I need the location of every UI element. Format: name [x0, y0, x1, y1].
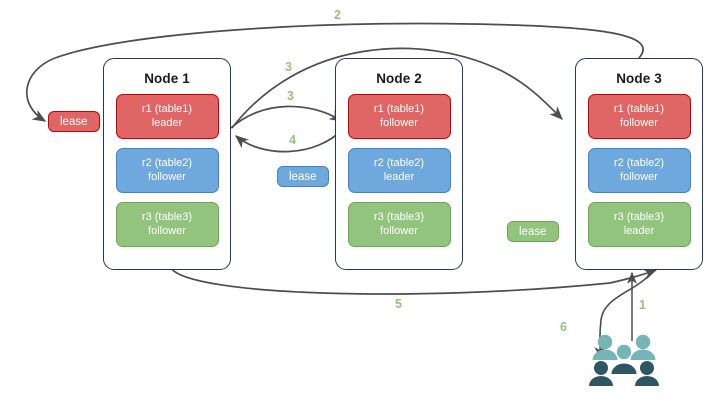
replica-role: follower [380, 116, 418, 129]
replica-role: follower [148, 224, 186, 237]
replica-name: r2 (table2) [141, 157, 193, 169]
node-1-title: Node 1 [144, 71, 190, 86]
replica-name: r2 (table2) [613, 157, 665, 169]
replica-name: r3 (table3) [141, 211, 193, 223]
step-label-4: 4 [289, 133, 296, 147]
node-2-replica-r1[interactable]: r1 (table1) follower [347, 94, 451, 139]
lease-badge-r1[interactable]: lease [48, 111, 100, 132]
node-2-replica-r3[interactable]: r3 (table3) follower [347, 202, 451, 247]
node-1-replicas: r1 (table1) leader r2 (table2) follower … [104, 94, 230, 247]
replica-role: leader [151, 116, 183, 129]
node-1-replica-r1[interactable]: r1 (table1) leader [115, 94, 219, 139]
node-3-replica-r2[interactable]: r2 (table2) follower [587, 148, 691, 193]
node-3-replica-r1[interactable]: r1 (table1) follower [587, 94, 691, 139]
replica-role: leader [623, 224, 655, 237]
node-3-replica-r3[interactable]: r3 (table3) leader [587, 202, 691, 247]
replica-role: follower [380, 224, 418, 237]
node-2-replica-r2[interactable]: r2 (table2) leader [347, 148, 451, 193]
replica-name: r1 (table1) [141, 103, 193, 115]
replica-name: r3 (table3) [613, 211, 665, 223]
step-label-1: 1 [639, 298, 646, 312]
replica-role: follower [620, 170, 658, 183]
lease-badge-r3[interactable]: lease [507, 221, 559, 242]
node-2-container[interactable]: Node 2 r1 (table1) follower r2 (table2) … [335, 58, 463, 270]
node-1-replica-r3[interactable]: r3 (table3) follower [115, 202, 219, 247]
replica-role: follower [148, 170, 186, 183]
step-label-2: 2 [334, 8, 341, 22]
node-3-container[interactable]: Node 3 r1 (table1) follower r2 (table2) … [575, 58, 703, 270]
node-1-container[interactable]: Node 1 r1 (table1) leader r2 (table2) fo… [103, 58, 231, 270]
node-2-replicas: r1 (table1) follower r2 (table2) leader … [336, 94, 462, 247]
arrow-step-3-lower [230, 105, 344, 129]
step-label-3-upper: 3 [285, 60, 292, 74]
replica-name: r3 (table3) [373, 211, 425, 223]
arrow-step-5 [170, 267, 658, 295]
node-1-replica-r2[interactable]: r2 (table2) follower [115, 148, 219, 193]
node-2-title: Node 2 [376, 71, 422, 86]
replica-role: follower [620, 116, 658, 129]
step-label-6: 6 [560, 320, 567, 334]
step-label-3-lower: 3 [287, 89, 294, 103]
replica-name: r2 (table2) [373, 157, 425, 169]
replica-name: r1 (table1) [373, 103, 425, 115]
replica-name: r1 (table1) [613, 103, 665, 115]
node-3-title: Node 3 [616, 71, 662, 86]
replica-role: leader [383, 170, 415, 183]
lease-badge-r2[interactable]: lease [277, 166, 329, 187]
people-group-icon [589, 334, 659, 386]
node-3-replicas: r1 (table1) follower r2 (table2) followe… [576, 94, 702, 247]
step-label-5: 5 [395, 297, 402, 311]
